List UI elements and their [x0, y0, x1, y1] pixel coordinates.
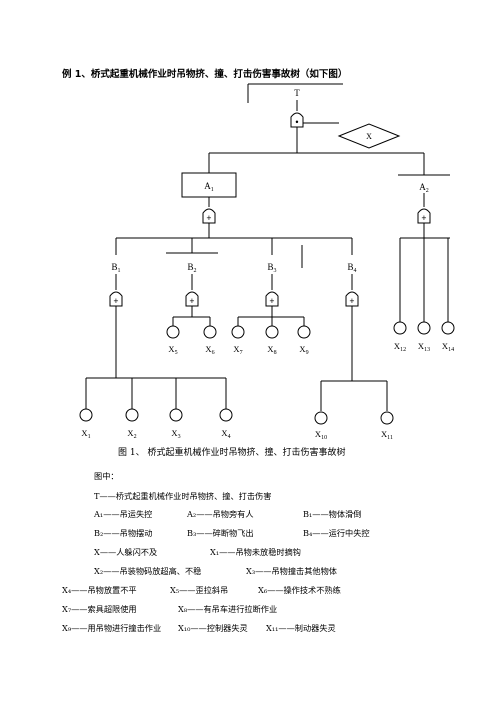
- legend-item-b1: B₁——物体滑倒: [303, 509, 362, 519]
- b4-or-gate-symbol: +: [349, 296, 354, 306]
- basic-event-x13-circle: [417, 321, 431, 335]
- legend-item-b3: B₃——碎断物飞出: [187, 528, 254, 538]
- legend-item-b4: B₄——运行中失控: [303, 528, 370, 538]
- event-a1-box: [181, 172, 237, 198]
- legend-item-x5: X₅——歪拉斜吊: [170, 585, 229, 595]
- legend-item-x2: X₂——吊装物码放超高、不稳: [94, 566, 202, 576]
- legend-row: X₇——索具超限使用 X₈——有吊车进行拉断作业: [62, 603, 277, 615]
- b4-or-gate: [345, 291, 359, 307]
- basic-event-x12-circle: [393, 321, 407, 335]
- legend-item-b2: B₂——吊物摆动: [94, 528, 153, 538]
- top-and-gate-symbol: •: [295, 117, 298, 127]
- basic-event-x6-label: X6: [205, 344, 214, 356]
- figure-caption: 图 1、 桥式起重机械作业时吊物挤、撞、打击伤害事故树: [118, 448, 346, 458]
- legend-row: T——桥式起重机械作业时吊物挤、撞、打击伤害: [94, 490, 271, 502]
- legend-item-x8: X₈——有吊车进行拉断作业: [178, 604, 278, 614]
- a1-or-gate: [202, 208, 216, 224]
- top-event-label: T: [294, 88, 300, 98]
- b3-or-gate-symbol: +: [269, 296, 274, 306]
- condition-event-label: X: [366, 132, 372, 141]
- basic-event-x1-label: X1: [81, 428, 90, 440]
- b2-or-gate-symbol: +: [189, 296, 194, 306]
- basic-event-x3-circle: [169, 408, 183, 422]
- basic-event-x8-label: X8: [267, 344, 276, 356]
- legend-item-a1: A₁——吊运失控: [94, 509, 153, 519]
- event-b1-label: B1: [111, 262, 120, 274]
- basic-event-x14-label: X14: [442, 341, 454, 353]
- event-a1-label: A1: [204, 181, 214, 193]
- b2-or-gate: [185, 291, 199, 307]
- basic-event-x7-label: X7: [233, 344, 242, 356]
- basic-event-x13-label: X13: [418, 341, 430, 353]
- basic-event-x8-circle: [265, 325, 279, 339]
- basic-event-x5-circle: [166, 325, 180, 339]
- basic-event-x14-circle: [441, 321, 455, 335]
- condition-event-diamond: [337, 123, 401, 149]
- event-b2-label: B2: [187, 262, 196, 274]
- legend-item-x1: X₁——吊物未放稳时摘钩: [210, 547, 301, 557]
- b3-or-gate: [265, 291, 279, 307]
- event-b4-label: B4: [347, 262, 356, 274]
- legend-item-x6: X₆——操作技术不熟练: [258, 585, 341, 595]
- basic-event-x12-label: X12: [394, 341, 406, 353]
- legend-item-x4: X₄——吊物放置不平: [62, 585, 137, 595]
- basic-event-x6-circle: [203, 325, 217, 339]
- legend-item-x10: X₁₀——控制器失灵: [178, 623, 248, 633]
- basic-event-x11-label: X11: [381, 429, 393, 440]
- basic-event-x10-circle: [314, 411, 328, 425]
- basic-event-x1-circle: [79, 408, 93, 422]
- a1-or-gate-symbol: +: [206, 213, 211, 223]
- legend-row: X₉——用吊物进行撞击作业 X₁₀——控制器失灵 X₁₁——制动器失灵: [62, 622, 336, 634]
- legend-row: X——人躲闪不及 X₁——吊物未放稳时摘钩: [94, 546, 301, 558]
- basic-event-x7-circle: [231, 325, 245, 339]
- basic-event-x2-label: X2: [127, 428, 136, 440]
- a2-or-gate: [417, 208, 431, 224]
- b1-or-gate-symbol: +: [113, 296, 118, 306]
- basic-event-x2-circle: [125, 408, 139, 422]
- legend-row: A₁——吊运失控 A₂——吊物旁有人 B₁——物体滑倒: [94, 508, 361, 520]
- event-b3-label: B3: [267, 262, 276, 274]
- legend-item-x7: X₇——索具超限使用: [62, 604, 137, 614]
- legend-item-x9: X₉——用吊物进行撞击作业: [62, 623, 162, 633]
- legend-item-t: T——桥式起重机械作业时吊物挤、撞、打击伤害: [94, 491, 272, 501]
- legend-item-x11: X₁₁——制动器失灵: [266, 623, 336, 633]
- a2-or-gate-symbol: +: [421, 213, 426, 223]
- basic-event-x9-circle: [297, 325, 311, 339]
- legend-row: X₂——吊装物码放超高、不稳 X₃——吊物撞击其他物体: [94, 565, 337, 577]
- legend-title: 图中：: [94, 471, 119, 481]
- legend-row: B₂——吊物摆动 B₃——碎断物飞出 B₄——运行中失控: [94, 527, 370, 539]
- basic-event-x4-label: X4: [221, 428, 230, 440]
- legend-row: X₄——吊物放置不平 X₅——歪拉斜吊 X₆——操作技术不熟练: [62, 584, 341, 596]
- legend-item-a2: A₂——吊物旁有人: [187, 509, 254, 519]
- legend-item-x3: X₃——吊物撞击其他物体: [246, 566, 337, 576]
- legend-item-x: X——人躲闪不及: [94, 547, 158, 557]
- basic-event-x9-label: X9: [299, 344, 308, 356]
- event-a2-label: A2: [419, 182, 429, 194]
- basic-event-x3-label: X3: [171, 428, 180, 440]
- basic-event-x11-circle: [380, 411, 394, 425]
- basic-event-x4-circle: [219, 408, 233, 422]
- top-and-gate: [290, 112, 304, 128]
- b1-or-gate: [109, 291, 123, 307]
- page-heading: 例 1、桥式起重机械作业时吊物挤、撞、打击伤害事故树（如下图）: [62, 69, 348, 80]
- basic-event-x10-label: X10: [315, 429, 327, 440]
- basic-event-x5-label: X5: [168, 344, 177, 356]
